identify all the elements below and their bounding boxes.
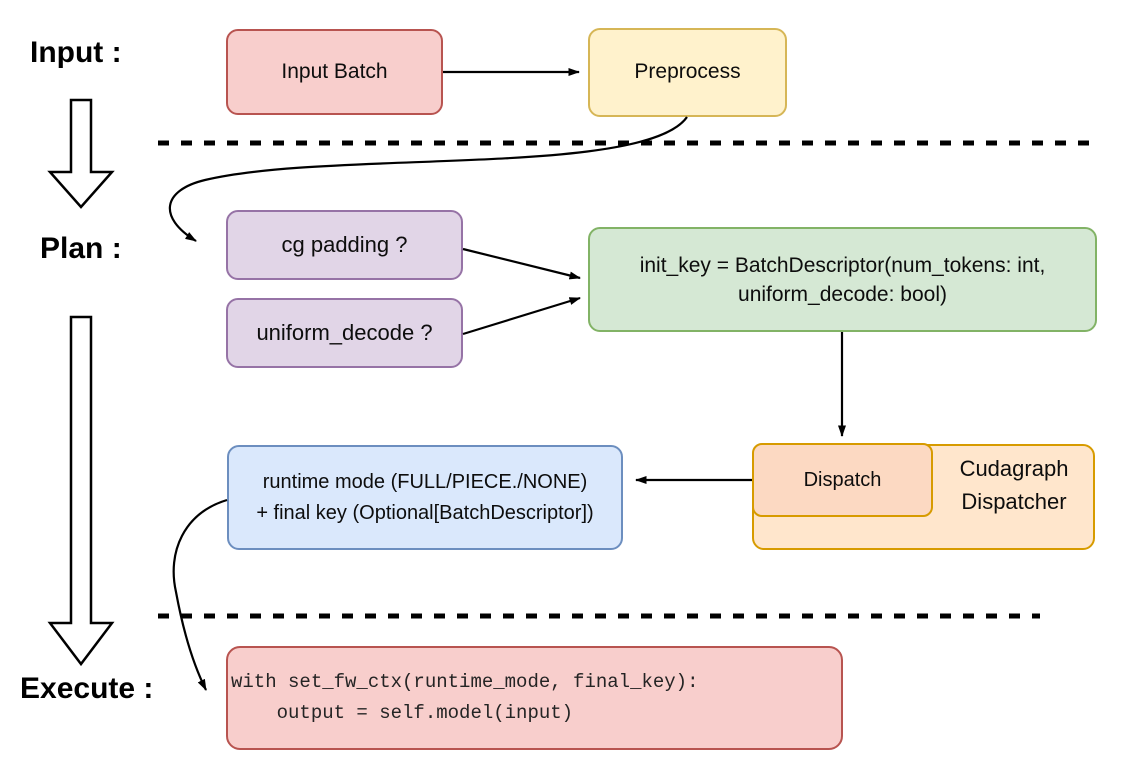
init-key-label-line1: init_key = BatchDescriptor(num_tokens: i… xyxy=(639,253,1046,277)
preprocess-node: Preprocess xyxy=(588,28,787,117)
runtime-mode-node: runtime mode (FULL/PIECE./NONE) + final … xyxy=(227,445,623,550)
execute-section-label: Execute : xyxy=(20,672,154,705)
cg-padding-label: cg padding ? xyxy=(281,232,408,258)
input-section-label: Input : xyxy=(30,36,122,69)
cudagraph-dispatcher-label-line2: Dispatcher xyxy=(961,489,1067,514)
plan-section-label: Plan : xyxy=(40,232,122,265)
uniform-decode-label: uniform_decode ? xyxy=(256,320,433,346)
arrow-uniform-decode-to-init-key xyxy=(462,296,581,336)
input-to-plan-hollow-arrow xyxy=(47,98,115,209)
cg-padding-node: cg padding ? xyxy=(226,210,463,280)
runtime-mode-label-line2: + final key (Optional[BatchDescriptor]) xyxy=(256,501,594,524)
init-key-node: init_key = BatchDescriptor(num_tokens: i… xyxy=(588,227,1097,332)
input-batch-node: Input Batch xyxy=(226,29,443,115)
plan-to-execute-hollow-arrow xyxy=(47,315,115,667)
execute-code-line1: with set_fw_ctx(runtime_mode, final_key)… xyxy=(231,671,699,693)
cudagraph-dispatcher-label-line1: Cudagraph xyxy=(959,456,1069,481)
cudagraph-dispatcher-label: Cudagraph Dispatcher xyxy=(933,452,1095,518)
init-key-label-line2: uniform_decode: bool) xyxy=(738,282,947,306)
uniform-decode-node: uniform_decode ? xyxy=(226,298,463,368)
execute-code-node: with set_fw_ctx(runtime_mode, final_key)… xyxy=(226,646,843,750)
input-batch-label: Input Batch xyxy=(281,59,388,83)
arrow-runtime-mode-to-execute-code xyxy=(172,498,228,691)
dispatch-label: Dispatch xyxy=(803,468,882,491)
dispatch-node: Dispatch xyxy=(752,443,933,517)
preprocess-label: Preprocess xyxy=(634,60,741,84)
execute-code-line2: output = self.model(input) xyxy=(231,702,574,724)
runtime-mode-label-line1: runtime mode (FULL/PIECE./NONE) xyxy=(262,470,588,493)
arrow-cg-padding-to-init-key xyxy=(462,247,581,280)
